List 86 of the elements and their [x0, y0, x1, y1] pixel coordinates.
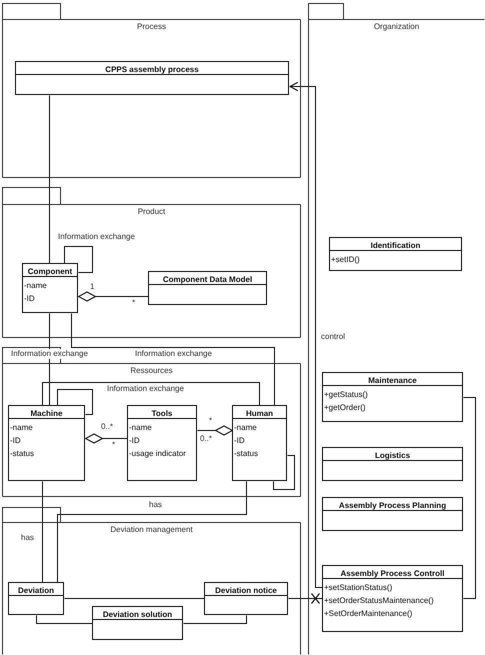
- edge-label: Information exchange: [106, 384, 185, 394]
- edge-label: Information exchange: [57, 232, 136, 242]
- association-line: [64, 246, 93, 273]
- class-attribute: -name: [23, 280, 47, 292]
- class-name: Logistics: [374, 451, 410, 460]
- uml-class: [22, 263, 78, 313]
- association-line: [64, 598, 205, 599]
- uml-class: [322, 565, 463, 632]
- class-name: Identification: [370, 241, 420, 250]
- association-line: [36, 615, 93, 624]
- association-line: [71, 313, 275, 406]
- package-name: Product: [138, 207, 166, 216]
- multiplicity-label: *: [132, 298, 136, 308]
- multiplicity-label: *: [209, 416, 212, 426]
- association-line: [57, 481, 247, 583]
- package-name: Ressources: [130, 366, 173, 375]
- class-name: Maintenance: [368, 376, 417, 385]
- uml-class: [204, 582, 288, 615]
- class-attribute: -name: [233, 422, 257, 434]
- uml-class: [15, 61, 289, 95]
- aggregation-line: [78, 292, 149, 302]
- package-name: Deviation management: [110, 525, 193, 534]
- class-name: Component: [28, 267, 72, 276]
- class-attribute: -usage indicator: [128, 448, 186, 460]
- class-name: Assembly Process Planning: [338, 501, 446, 510]
- aggregation-line: [197, 426, 233, 436]
- uml-class: [322, 497, 463, 531]
- multiplicity-label: *: [112, 440, 116, 450]
- class-operation: +getStatus(): [323, 389, 368, 401]
- association-line: [49, 95, 50, 264]
- class-name: Assembly Process Controll: [340, 569, 445, 578]
- edge-label: has: [20, 533, 35, 543]
- class-name: Machine: [30, 409, 62, 418]
- association-line: [463, 397, 476, 599]
- class-name: Component Data Model: [162, 275, 252, 284]
- class-name: Tools: [152, 409, 172, 418]
- edge-label: has: [148, 500, 163, 510]
- uml-package: [2, 187, 301, 338]
- uml-package: [308, 3, 485, 655]
- uml-class: [148, 271, 267, 305]
- class-name: Deviation: [18, 586, 54, 595]
- association-line: [49, 313, 50, 406]
- class-attribute: -ID: [9, 435, 21, 447]
- class-attribute: -name: [128, 422, 152, 434]
- class-name: Deviation notice: [215, 586, 277, 595]
- association-line: [42, 481, 43, 583]
- aggregation-line: [85, 434, 128, 444]
- uml-class: [8, 405, 85, 481]
- uml-class: [232, 405, 287, 481]
- uml-class: [92, 606, 183, 640]
- class-attribute: -name: [9, 422, 33, 434]
- class-operation: +getOrder(): [323, 402, 366, 414]
- association-line: [183, 615, 247, 624]
- uml-class: [322, 372, 463, 422]
- uml-package: [2, 347, 301, 497]
- class-attribute: -status: [9, 448, 34, 460]
- package-name: Organization: [374, 22, 420, 31]
- edge-label: control: [320, 332, 346, 342]
- class-name: CPPS assembly process: [105, 65, 199, 74]
- multiplicity-label: 0..*: [101, 422, 114, 432]
- class-name: Human: [246, 409, 274, 418]
- uml-package: [2, 3, 301, 178]
- class-attribute: -ID: [23, 293, 35, 305]
- edge-label: Information exchange: [134, 349, 213, 359]
- edge-label: Information exchange: [10, 349, 89, 359]
- package-name: Process: [137, 22, 166, 31]
- association-line: [57, 389, 93, 415]
- multiplicity-label: 0..*: [200, 434, 212, 444]
- class-attribute: -status: [233, 448, 258, 460]
- class-operation: +setStationStatus(): [323, 582, 392, 594]
- uml-class: [322, 447, 463, 481]
- class-operation: +setID(): [330, 254, 360, 266]
- association-line: [273, 455, 295, 490]
- arrow: [289, 82, 323, 588]
- uml-class: [329, 237, 462, 271]
- class-name: Deviation solution: [102, 610, 172, 619]
- class-operation: +SetOrderMaintenance(): [323, 608, 412, 620]
- class-attribute: -ID: [128, 435, 140, 447]
- association-line: [42, 382, 260, 406]
- class-attribute: -ID: [233, 435, 245, 447]
- association-line: [288, 592, 323, 604]
- uml-class: [8, 582, 64, 615]
- uml-class: [127, 405, 197, 481]
- class-operation: +setOrderStatusMaintenance(): [323, 595, 434, 607]
- multiplicity-label: 1: [90, 282, 94, 292]
- uml-package: [2, 507, 301, 655]
